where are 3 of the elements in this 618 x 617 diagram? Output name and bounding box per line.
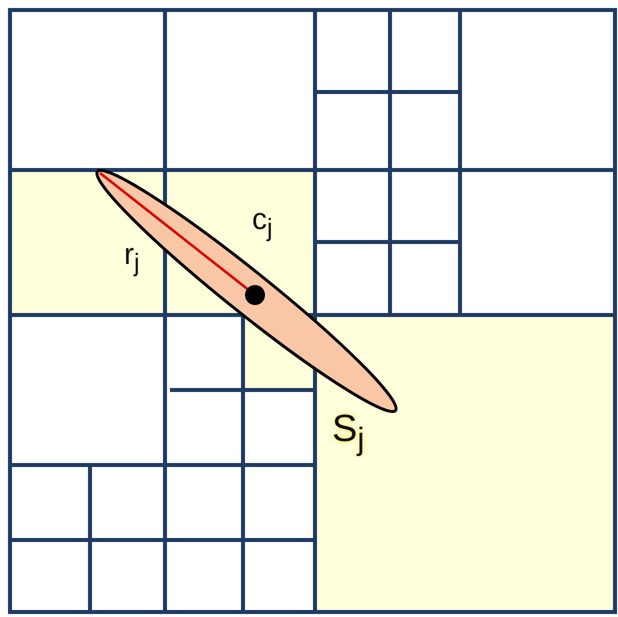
variable-label: r$_{j}$	[124, 240, 140, 276]
variable-label: S$_{j}$	[332, 410, 364, 456]
variable-label: c$_{j}$	[252, 205, 273, 241]
